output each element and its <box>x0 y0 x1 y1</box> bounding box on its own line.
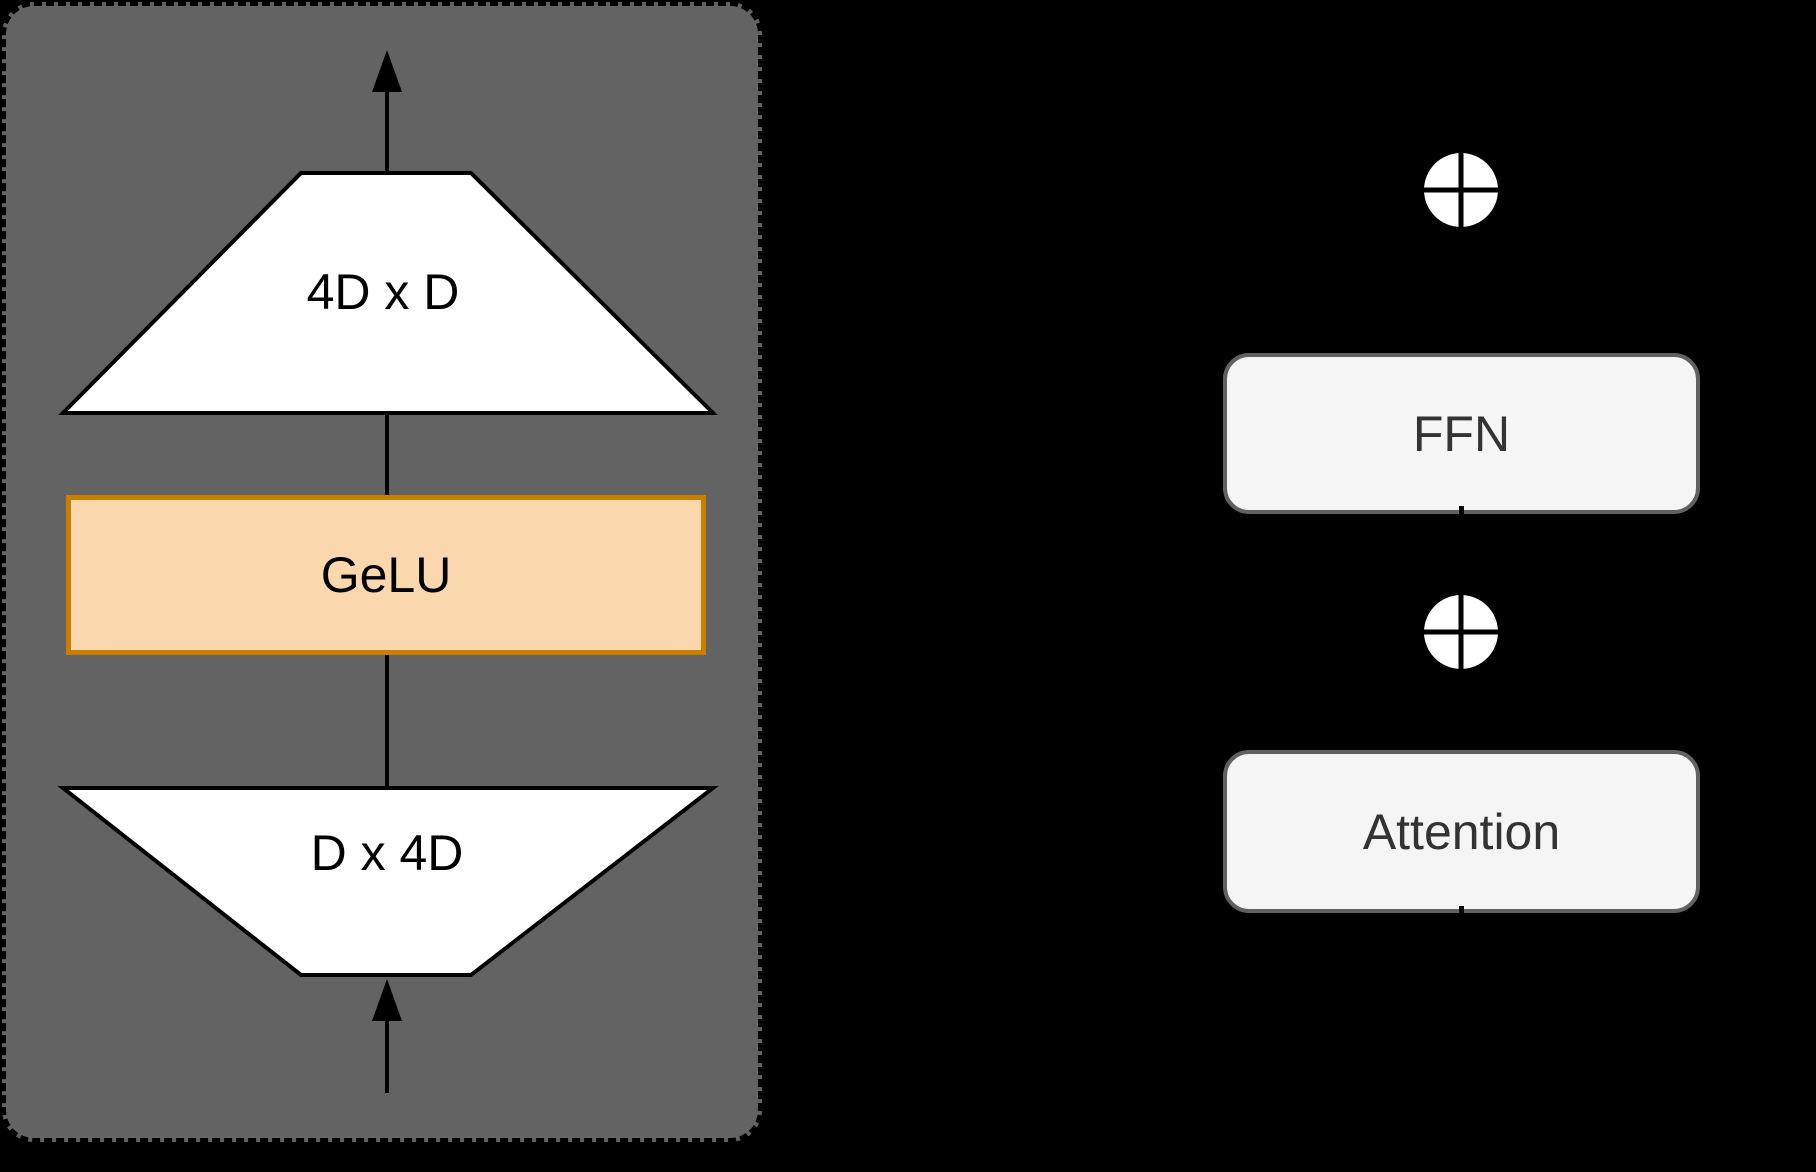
gelu-label: GeLU <box>320 547 452 603</box>
input-up-arrow-icon <box>372 979 402 1093</box>
residual-add-top-icon <box>1424 147 1498 233</box>
up-projection-trapezoid <box>57 786 719 977</box>
ffn-label: FFN <box>1412 405 1511 462</box>
down-projection-label: 4D x D <box>306 264 460 320</box>
ffn-bottom-connector-stub <box>1459 506 1464 520</box>
ffn-block: FFN <box>1223 353 1700 514</box>
residual-add-bottom-icon <box>1424 589 1498 675</box>
up-projection-label: D x 4D <box>310 825 464 881</box>
attention-block: Attention <box>1223 750 1700 913</box>
output-up-arrow-icon <box>372 50 402 173</box>
attention-bottom-connector-stub <box>1459 906 1464 920</box>
attention-label: Attention <box>1362 803 1561 860</box>
gelu-activation-box: GeLU <box>66 495 706 655</box>
down-projection-trapezoid <box>58 171 718 415</box>
